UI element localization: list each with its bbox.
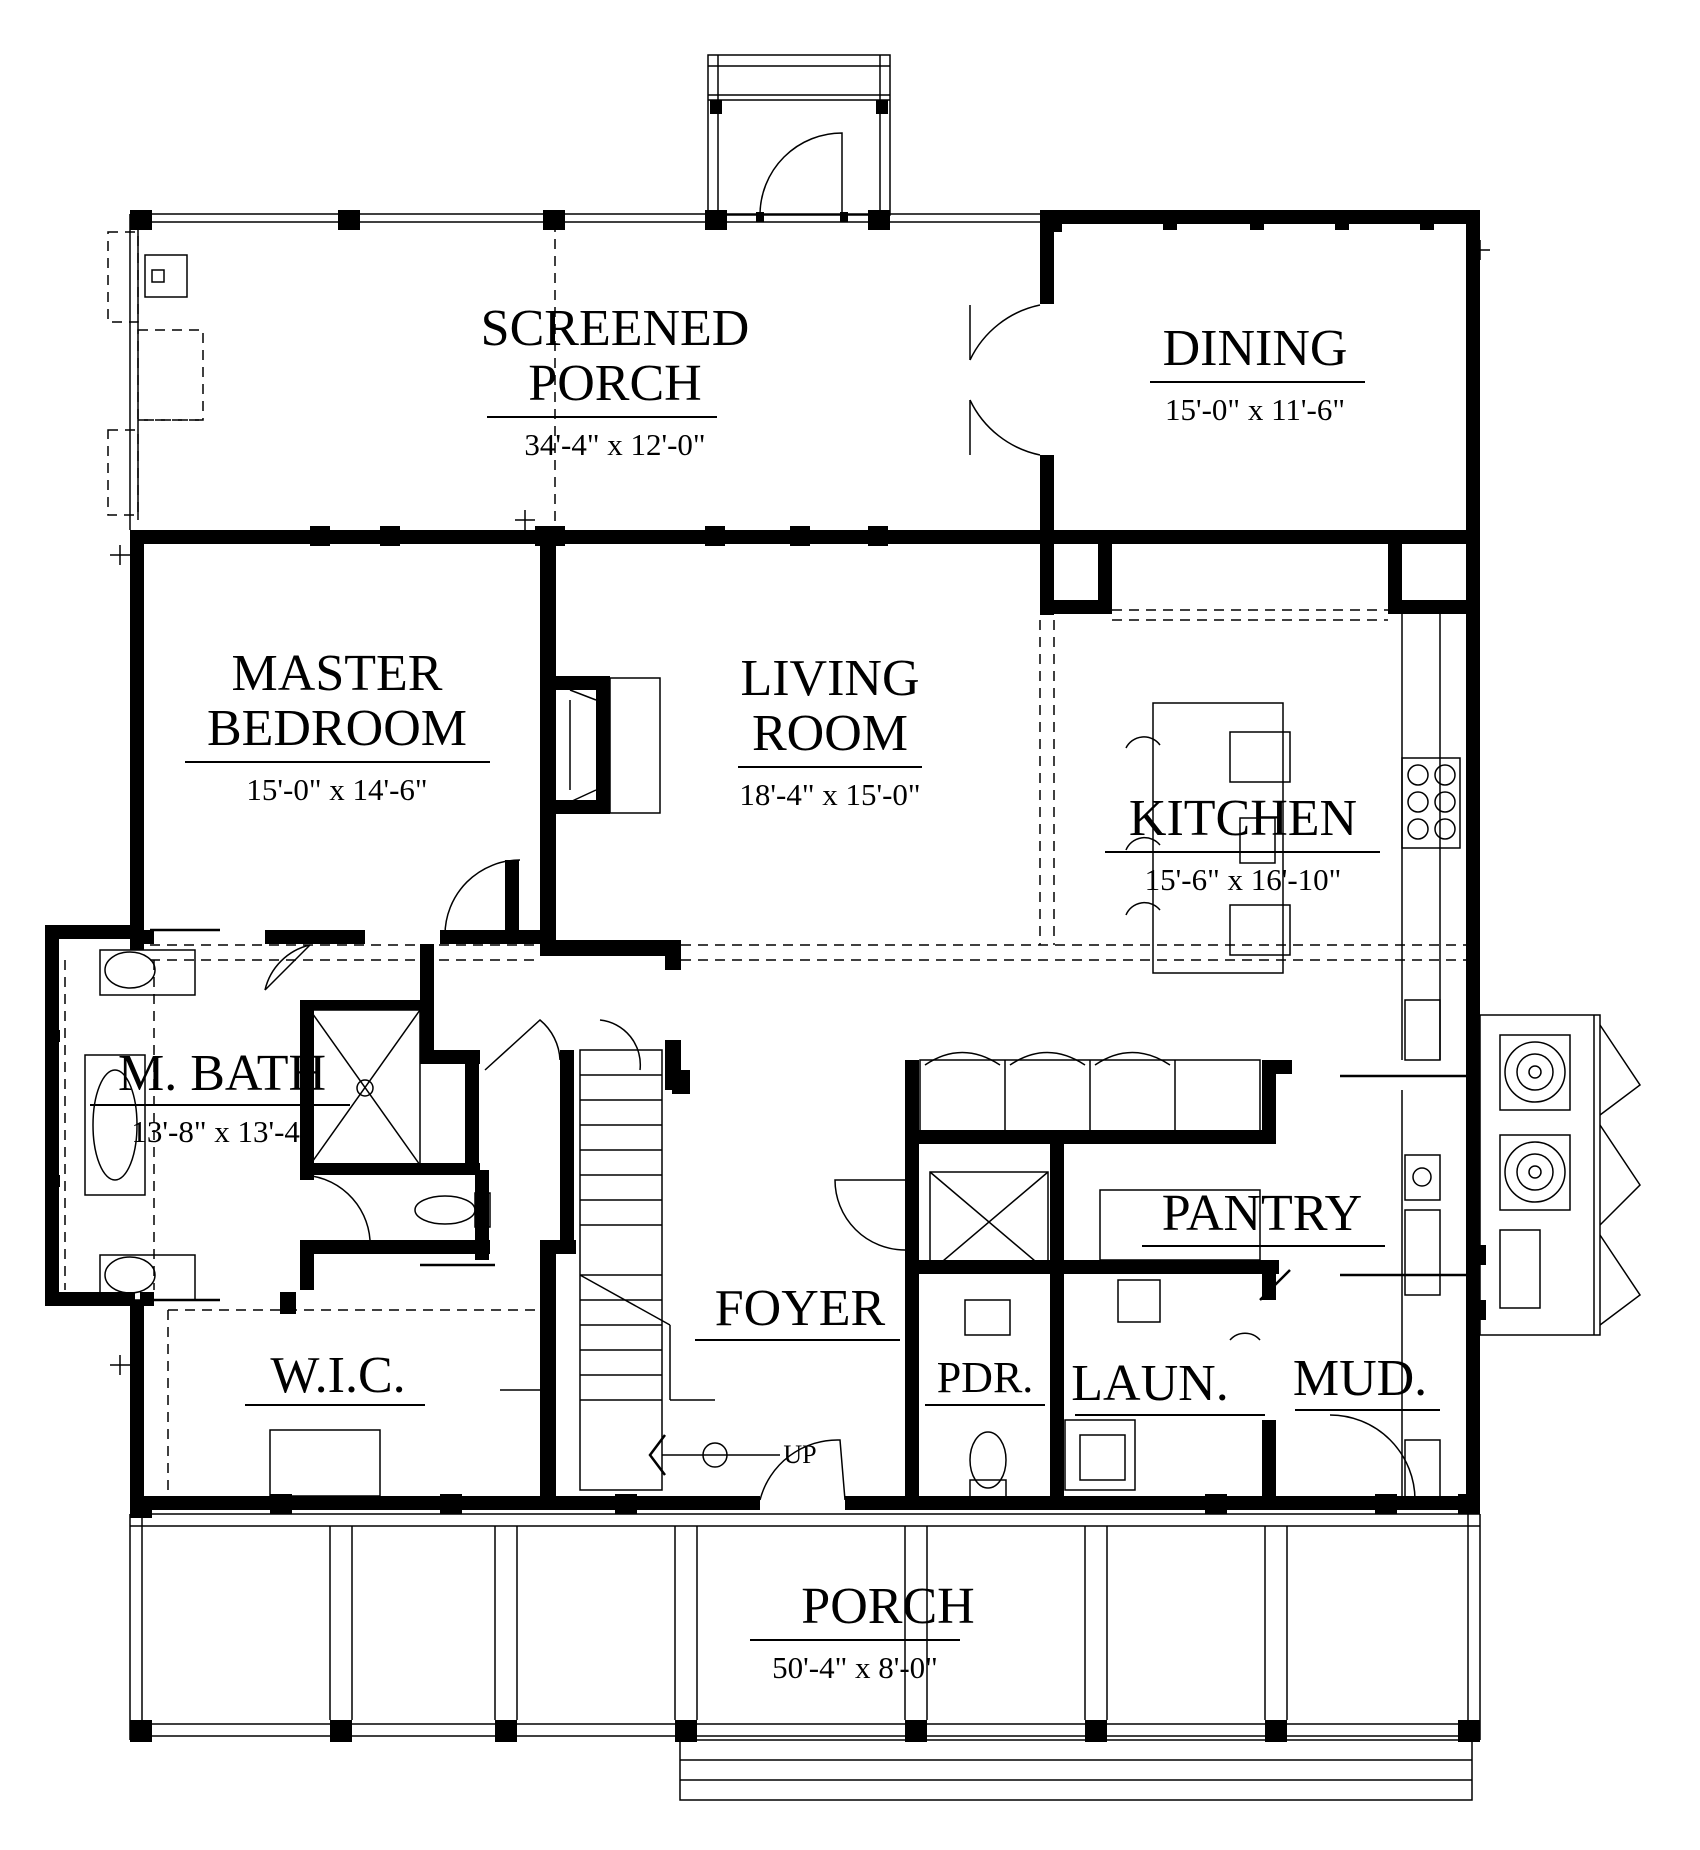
stairs-up-label: UP <box>783 1440 816 1469</box>
dining-dims: 15'-0" x 11'-6" <box>1165 392 1345 427</box>
room-labels: SCREENED PORCH 34'-4" x 12'-0" DINING 15… <box>90 300 1440 1685</box>
registration-marks <box>110 240 1490 1375</box>
doors <box>150 304 1466 1501</box>
fixtures <box>64 609 1642 1501</box>
screened-porch-dims: 34'-4" x 12'-0" <box>524 427 705 462</box>
dining-name: DINING <box>1163 320 1348 377</box>
living-room-name-line1: LIVING <box>740 650 919 707</box>
kitchen-name: KITCHEN <box>1129 790 1357 847</box>
entry-canopy <box>707 54 891 216</box>
porch-dims: 50'-4" x 8'-0" <box>772 1650 938 1685</box>
wic-name: W.I.C. <box>270 1347 405 1404</box>
screened-porch-name-line1: SCREENED <box>481 300 750 357</box>
living-room-dims: 18'-4" x 15'-0" <box>739 777 920 812</box>
powder-name: PDR. <box>937 1353 1034 1402</box>
master-bath-name: M. BATH <box>118 1045 326 1102</box>
stair-treads <box>579 1049 780 1491</box>
screened-porch-name-line2: PORCH <box>528 355 701 412</box>
master-bath-dims: 13'-8" x 13'-4" <box>131 1114 312 1149</box>
porch-name: PORCH <box>801 1578 974 1635</box>
master-bedroom-name-line1: MASTER <box>232 645 443 702</box>
front-porch <box>129 1513 1481 1801</box>
pantry-name: PANTRY <box>1162 1185 1362 1242</box>
mud-name: MUD. <box>1293 1350 1427 1407</box>
foyer-name: FOYER <box>715 1280 886 1337</box>
walls <box>45 210 1480 1518</box>
master-bedroom-dims: 15'-0" x 14'-6" <box>246 772 427 807</box>
kitchen-dims: 15'-6" x 16'-10" <box>1145 862 1342 897</box>
laundry-name: LAUN. <box>1071 1355 1228 1412</box>
master-bedroom-name-line2: BEDROOM <box>207 700 467 757</box>
living-room-name-line2: ROOM <box>752 705 908 762</box>
